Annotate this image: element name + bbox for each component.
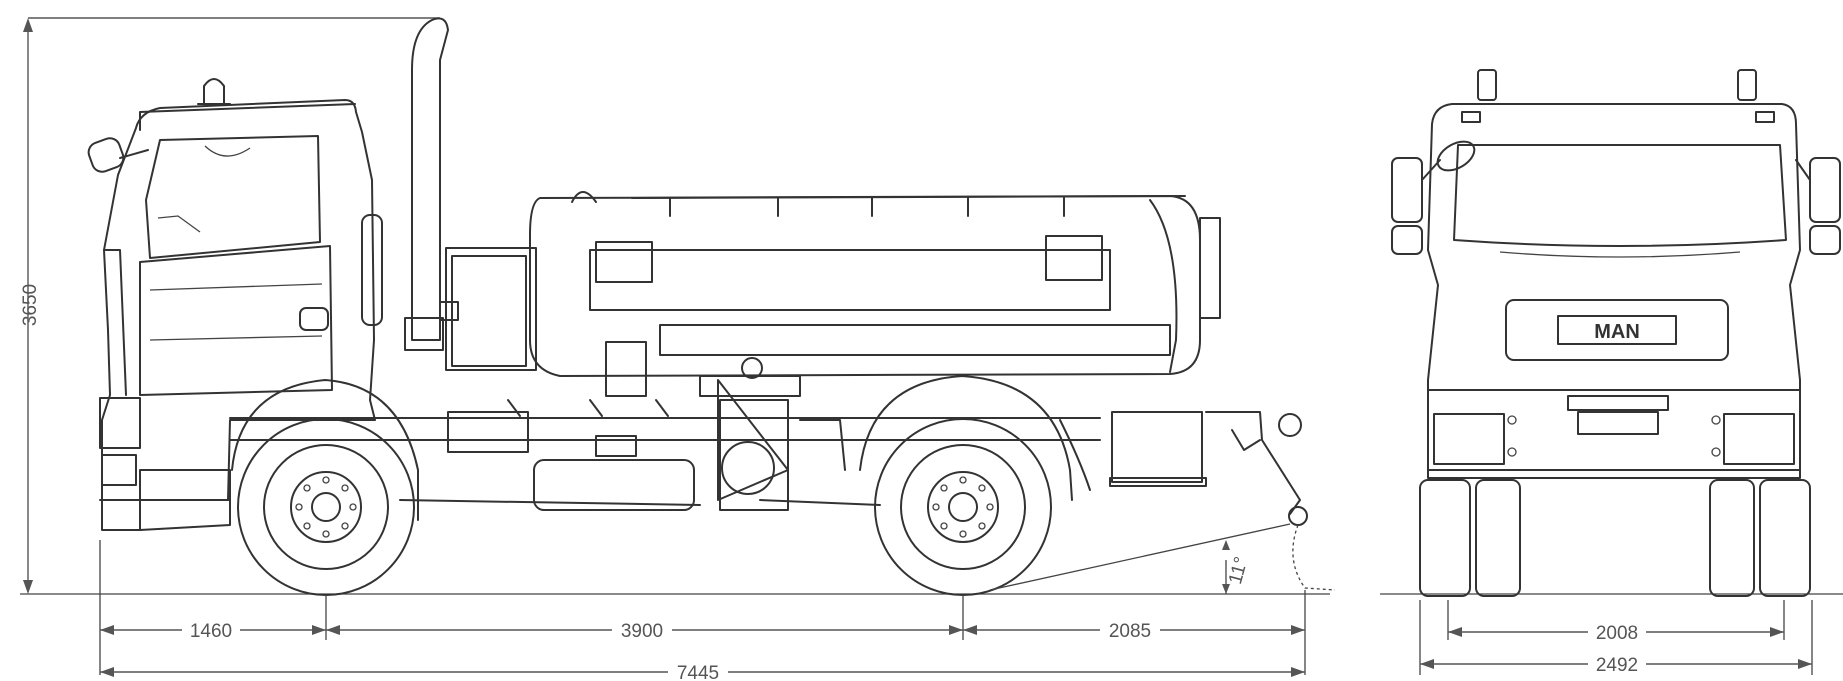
- rear-wheel-arch: [859, 375, 1073, 501]
- side-view: 3650: [20, 17, 1336, 681]
- chassis-frame: [229, 417, 1101, 506]
- departure-angle: 11°: [989, 523, 1291, 594]
- headlight-left: [1433, 413, 1505, 465]
- front-cab: [1427, 103, 1801, 479]
- tow-hitch: [1205, 411, 1336, 591]
- beacon-light: [203, 78, 225, 105]
- cab-window: [145, 135, 321, 259]
- height-dimension-label: 3650: [20, 284, 41, 326]
- front-wheel-left: [1419, 479, 1521, 597]
- cab: [87, 78, 383, 531]
- wheelbase-label: 3900: [621, 621, 663, 642]
- front-mirror-left: [1391, 157, 1423, 223]
- front-overhang-dimension: 1460: [100, 621, 326, 642]
- rear-overhang-label: 2085: [1109, 621, 1151, 642]
- exhaust-stack: [411, 17, 449, 341]
- front-bumper: [1427, 389, 1801, 471]
- height-dimension: 3650: [20, 17, 440, 594]
- side-mirror: [87, 137, 125, 173]
- rear-wheel: [874, 418, 1052, 596]
- rear-overhang-dimension: 2085: [963, 621, 1305, 642]
- front-grille: MAN: [1505, 299, 1729, 361]
- valves-and-pumps: [447, 341, 1091, 511]
- track-width-dimension: 2008: [1448, 623, 1784, 644]
- front-wheel-arch: [231, 379, 419, 521]
- overall-length-label: 7445: [677, 663, 719, 681]
- windshield: [1453, 144, 1787, 247]
- overall-width-label: 2492: [1596, 655, 1638, 676]
- front-beacon-left: [1477, 69, 1497, 101]
- front-mirror-right: [1809, 157, 1841, 223]
- equipment-cabinet: [439, 247, 537, 371]
- front-view: MAN 2008: [1380, 69, 1843, 676]
- tow-chain: [1292, 524, 1336, 591]
- overall-length-dimension: 7445: [100, 663, 1305, 681]
- front-overhang-label: 1460: [190, 621, 232, 642]
- wheelbase-dimension: 3900: [326, 621, 963, 642]
- front-beacon-right: [1737, 69, 1757, 101]
- track-width-label: 2008: [1596, 623, 1638, 644]
- tank: [529, 191, 1221, 377]
- headlight-right: [1723, 413, 1795, 465]
- toolbox: [1109, 411, 1207, 487]
- overall-width-dimension: 2492: [1420, 655, 1812, 676]
- front-wheel-right: [1709, 479, 1811, 597]
- grille-logo: MAN: [1594, 321, 1640, 343]
- departure-angle-label: 11°: [1225, 555, 1252, 587]
- cab-door: [139, 245, 333, 396]
- front-wheel: [237, 418, 415, 596]
